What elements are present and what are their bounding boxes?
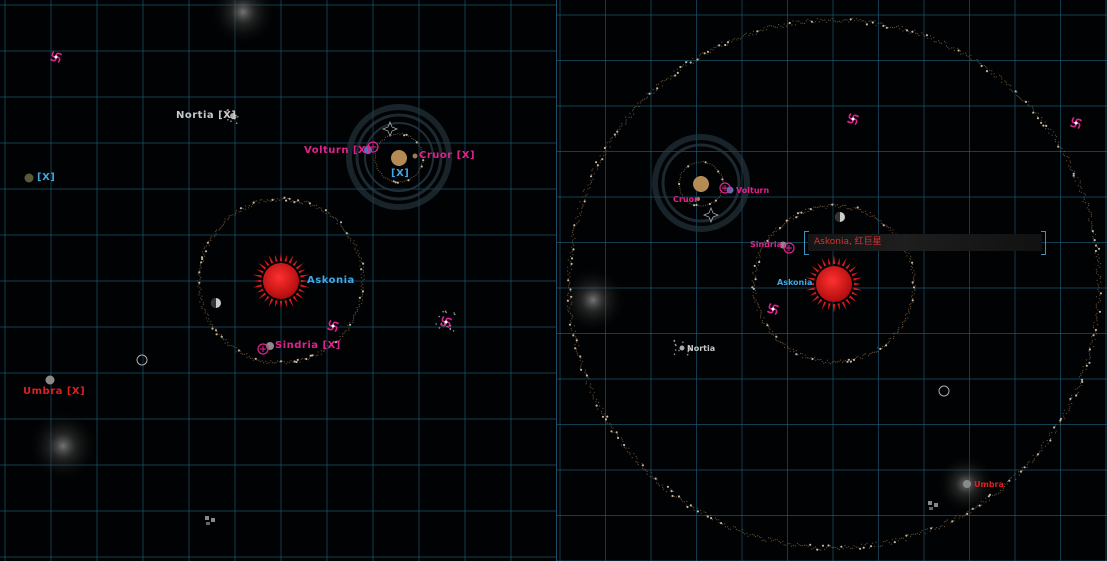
asteroid-field [673,339,691,356]
askonia-label[interactable]: Askonia [777,278,813,287]
nebula-icon [559,266,627,334]
star-tooltip: Askonia, 红巨星 [804,231,1046,255]
sindria-label[interactable]: Sindria [X] [275,340,341,351]
nortia-label[interactable]: Nortia [687,344,716,353]
cruor-moon-orbit [678,161,724,207]
stable-location-icon[interactable] [938,385,950,397]
sindria-label[interactable]: Sindria [750,240,783,249]
unknown-planet-label[interactable]: [X] [37,172,56,183]
nebula-icon [209,0,277,46]
derelict-icon[interactable] [205,516,215,525]
nortia-planet[interactable] [679,345,685,351]
cruor-gas-giant[interactable] [391,150,407,166]
volturn-label[interactable]: Volturn [736,186,770,195]
wormhole-icon[interactable] [49,50,63,64]
comm-relay-icon[interactable] [367,141,379,153]
asteroid-belt-ring [196,196,365,365]
sensor-array-icon[interactable] [835,212,845,222]
cruor-moon[interactable] [412,153,418,159]
asteroid-field [225,109,239,124]
cruor-label[interactable]: Cruor [X] [419,150,476,161]
gravity-well-ring [661,143,741,223]
umbra-label[interactable]: Umbra [974,480,1004,489]
cruor-moon-label[interactable]: [X] [391,168,410,179]
volturn-label[interactable]: Volturn [X] [304,145,372,156]
wormhole-icon[interactable] [439,315,453,329]
left-system-map[interactable]: Askonia Sindria [X] Volturn [X] Cruor [X… [0,0,557,561]
stable-location-icon[interactable] [136,354,148,366]
left-map-canvas[interactable] [0,0,556,561]
umbra-planet[interactable] [963,480,971,488]
gravity-well-ring [355,113,443,201]
wormhole-icon[interactable] [326,319,340,333]
umbra-label[interactable]: Umbra [X] [23,386,86,397]
comm-relay-icon[interactable] [719,182,731,194]
wormhole-icon[interactable] [1069,116,1083,130]
wormhole-icon[interactable] [766,302,780,316]
right-system-map[interactable]: Askonia Sindria Volturn Cruor Nortia Umb… [557,0,1107,561]
jump-point-icon[interactable] [702,206,720,224]
map-grid [0,0,556,561]
umbra-planet[interactable] [45,375,55,385]
right-map-canvas[interactable] [557,0,1107,561]
comm-relay-icon[interactable] [783,242,795,254]
wormhole-icon[interactable] [846,112,860,126]
volturn-planet[interactable] [364,146,372,154]
nebula-icon [27,410,99,482]
inner-asteroid-belt [751,203,916,365]
derelict-icon[interactable] [928,501,938,510]
gravity-well-ring [346,104,452,210]
sensor-array-icon[interactable] [211,298,221,308]
comm-relay-icon[interactable] [257,343,269,355]
askonia-star[interactable] [252,252,310,310]
cruor-moon[interactable] [696,197,700,201]
gravity-well-ring [652,134,750,232]
cruor-label[interactable]: Cruor [673,195,698,204]
nortia-label[interactable]: Nortia [X] [176,110,237,121]
askonia-star[interactable] [805,255,863,313]
unknown-planet[interactable] [24,173,34,183]
cruor-gas-giant[interactable] [693,176,709,192]
outer-asteroid-belt [566,17,1102,551]
jump-point-icon[interactable] [381,120,399,138]
gravity-well-ring [364,122,434,192]
askonia-label[interactable]: Askonia [307,275,355,286]
